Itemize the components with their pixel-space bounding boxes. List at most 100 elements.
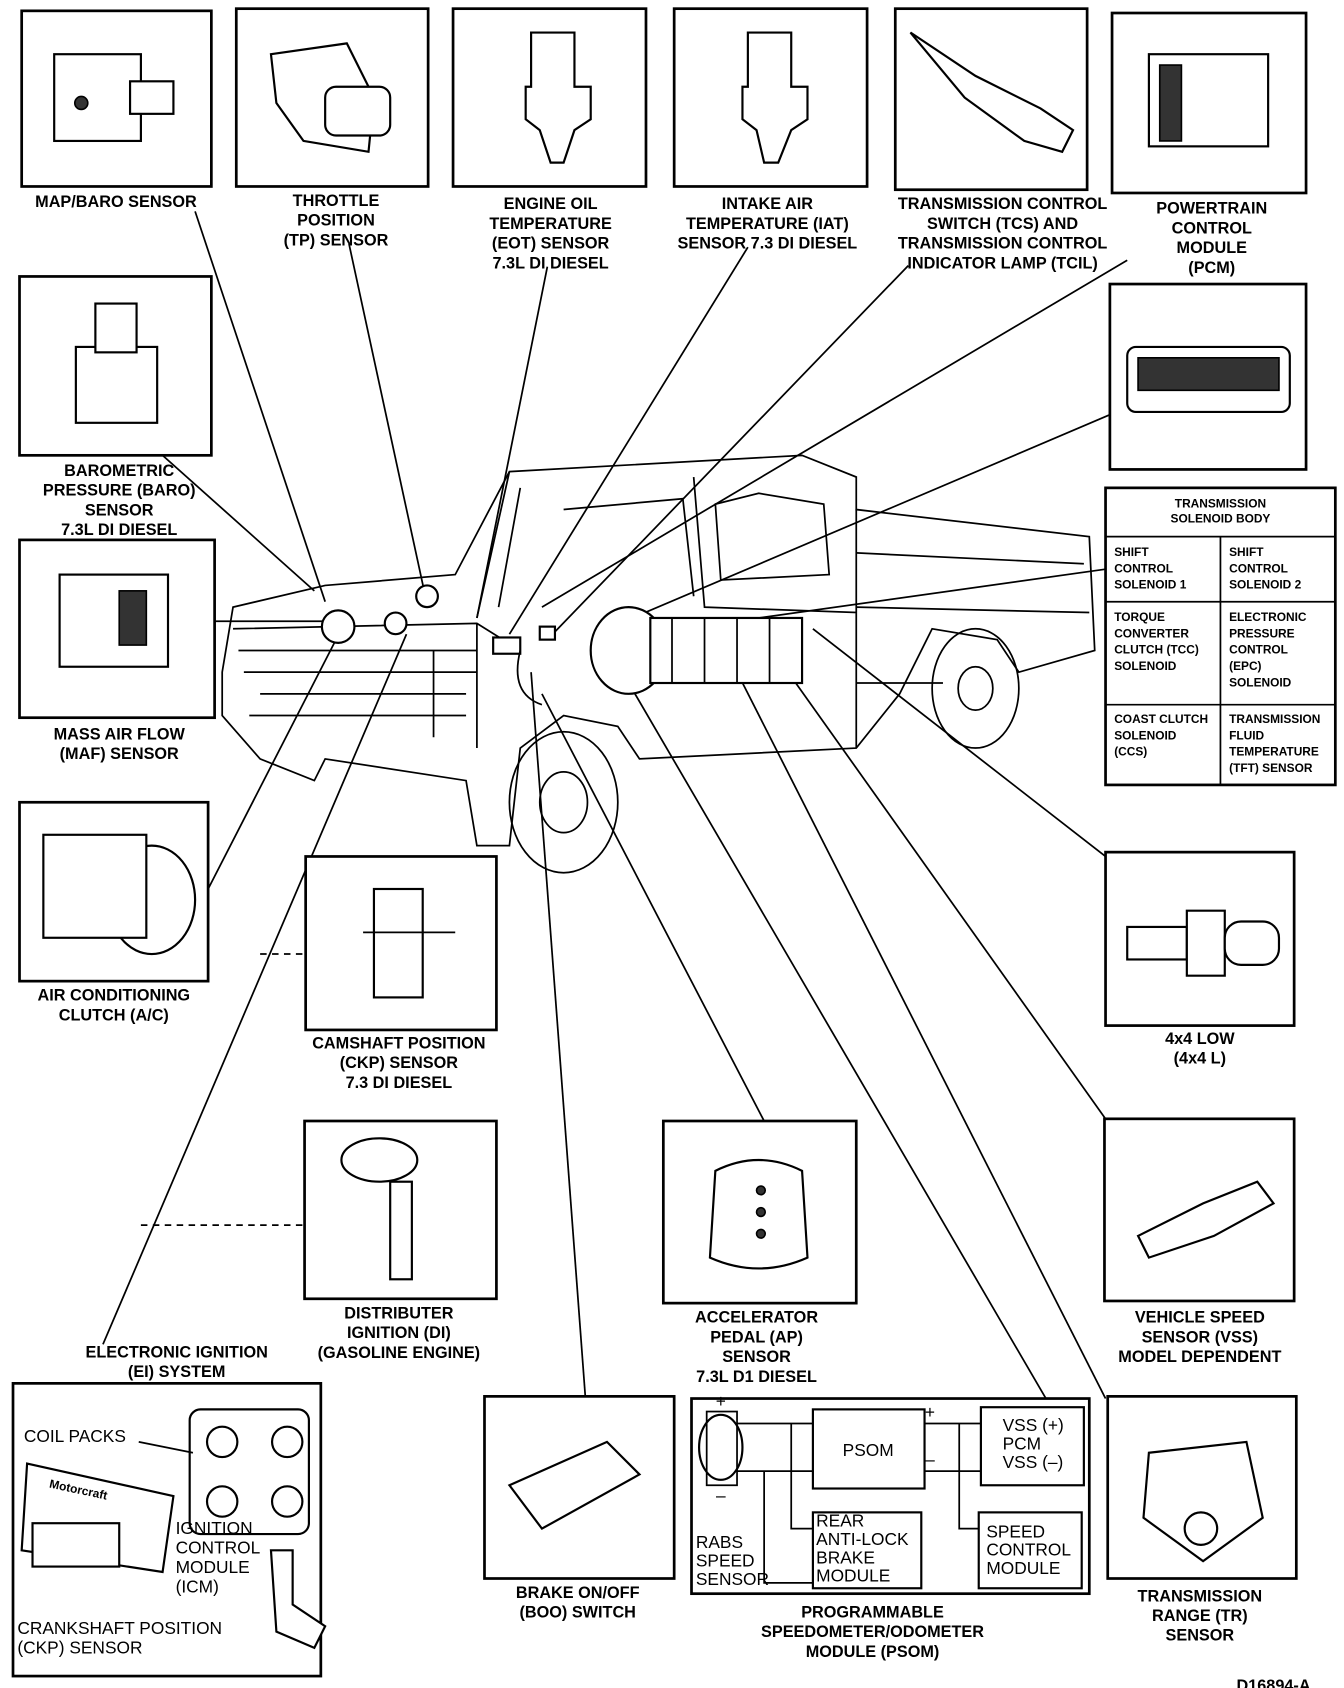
coil-packs-label: COIL PACKS (24, 1426, 126, 1446)
label-pcm: MODULE (1177, 239, 1248, 257)
label-tp: (TP) SENSOR (284, 231, 389, 249)
label-tr: SENSOR (1166, 1627, 1235, 1645)
label-cmp: (CKP) SENSOR (340, 1054, 459, 1072)
table-cell: COAST CLUTCH (1114, 712, 1208, 726)
table-cell: SOLENOID (1114, 728, 1177, 742)
table-cell: TEMPERATURE (1229, 745, 1319, 759)
table-cell: (CCS) (1114, 745, 1147, 759)
table-cell: SHIFT (1114, 545, 1149, 559)
label-maf: MASS AIR FLOW (54, 725, 186, 743)
rabm-label: ANTI-LOCK (816, 1529, 909, 1549)
icm-label: MODULE (176, 1557, 250, 1577)
label-baro: PRESSURE (BARO) (43, 482, 196, 500)
table-cell: ELECTRONIC (1229, 610, 1307, 624)
label-baro: 7.3L DI DIESEL (61, 521, 177, 539)
leader-lines (102, 211, 1128, 1399)
component-boxes: TRANSMISSION SOLENOID BODY SHIFT CONTROL SO… (18, 7, 1337, 1580)
table-cell: SOLENOID (1229, 675, 1292, 689)
label-iat: TEMPERATURE (IAT) (686, 215, 849, 233)
table-cell: FLUID (1229, 728, 1264, 742)
label-ap: ACCELERATOR (695, 1309, 818, 1327)
label-di: DISTRIBUTER (344, 1304, 453, 1322)
label-tcs: INDICATOR LAMP (TCIL) (907, 254, 1097, 272)
label-tcs: TRANSMISSION CONTROL (898, 195, 1107, 213)
label-psom: MODULE (PSOM) (806, 1643, 940, 1661)
label-cmp: CAMSHAFT POSITION (312, 1034, 485, 1052)
speed-control-label: CONTROL (986, 1540, 1071, 1560)
psom-label: PSOM (843, 1440, 894, 1460)
table-cell: SOLENOID (1114, 659, 1177, 673)
rabs-label: RABS (696, 1532, 743, 1552)
truck-illustration (221, 454, 1096, 874)
label-tr: RANGE (TR) (1152, 1607, 1248, 1625)
rabs-label: SPEED (696, 1551, 755, 1571)
label-ei: ELECTRONIC IGNITION (85, 1343, 267, 1361)
label-vss: VEHICLE SPEED (1135, 1309, 1265, 1327)
table-cell: (EPC) (1229, 659, 1261, 673)
table-cell: TRANSMISSION (1229, 712, 1320, 726)
vss-pcm-label: PCM (1003, 1433, 1042, 1453)
label-psom: SPEEDOMETER/ODOMETER (761, 1623, 984, 1641)
label-tp: POSITION (297, 212, 375, 230)
label-pcm: CONTROL (1172, 219, 1252, 237)
label-eot: ENGINE OIL (504, 195, 598, 213)
label-boo: (BOO) SWITCH (519, 1604, 635, 1622)
speed-control-label: SPEED (986, 1521, 1045, 1541)
label-maf: (MAF) SENSOR (60, 745, 179, 763)
table-cell: SHIFT (1229, 545, 1264, 559)
label-pcm: POWERTRAIN (1156, 200, 1267, 218)
label-baro: SENSOR (85, 501, 154, 519)
label-tp: THROTTLE (293, 192, 380, 210)
rabm-label: BRAKE (816, 1547, 875, 1567)
label-pcm: (PCM) (1188, 259, 1235, 277)
ckp-label: CRANKSHAFT POSITION (17, 1618, 222, 1638)
label-ac: AIR CONDITIONING (38, 987, 191, 1005)
vss-pcm-label: VSS (+) (1003, 1415, 1064, 1435)
label-di: IGNITION (DI) (347, 1324, 451, 1342)
label-di: (GASOLINE ENGINE) (318, 1344, 480, 1362)
table-cell: CONTROL (1229, 643, 1288, 657)
vss-pcm-label: VSS (–) (1003, 1452, 1064, 1472)
label-tcs: TRANSMISSION CONTROL (898, 235, 1107, 253)
icm-label: CONTROL (176, 1538, 261, 1558)
label-ei: (EI) SYSTEM (128, 1363, 226, 1381)
minus-sign: – (925, 1450, 935, 1470)
table-cell: SOLENOID 1 (1114, 578, 1186, 592)
label-psom: PROGRAMMABLE (801, 1604, 944, 1622)
table-title: TRANSMISSION (1175, 496, 1266, 510)
rabs-label: SENSOR (696, 1569, 769, 1589)
label-vss: MODEL DEPENDENT (1118, 1348, 1281, 1366)
label-tr: TRANSMISSION (1138, 1587, 1263, 1605)
table-cell: CLUTCH (TCC) (1114, 643, 1199, 657)
label-ap: PEDAL (AP) (710, 1328, 803, 1346)
label-fourxfour: (4x4 L) (1174, 1050, 1226, 1068)
table-cell: CONTROL (1229, 561, 1288, 575)
component-labels: MAP/BARO SENSOR THROTTLE POSITION(TP) SENS… (35, 192, 1281, 1661)
label-cmp: 7.3 DI DIESEL (346, 1074, 453, 1092)
plus-sign: + (716, 1391, 726, 1411)
label-ap: SENSOR (722, 1348, 791, 1366)
label-iat: SENSOR 7.3 DI DIESEL (678, 235, 858, 253)
table-title: SOLENOID BODY (1170, 512, 1270, 526)
label-eot: (EOT) SENSOR (492, 235, 610, 253)
table-cell: PRESSURE (1229, 626, 1295, 640)
rabm-label: REAR (816, 1510, 864, 1530)
label-baro: BAROMETRIC (64, 462, 174, 480)
plus-sign: + (925, 1402, 935, 1422)
label-ac: CLUTCH (A/C) (59, 1006, 169, 1024)
table-cell: CONVERTER (1114, 626, 1189, 640)
label-ap: 7.3L D1 DIESEL (696, 1368, 817, 1386)
figure-id: D16894-A (1237, 1677, 1311, 1688)
ckp-label: (CKP) SENSOR (17, 1637, 142, 1657)
label-fourxfour: 4x4 LOW (1165, 1030, 1235, 1048)
icm-label: (ICM) (176, 1577, 219, 1597)
label-iat: INTAKE AIR (722, 195, 813, 213)
transmission-solenoid-table: TRANSMISSION SOLENOID BODY SHIFT CONTROL SO… (1104, 486, 1337, 787)
label-tcs: SWITCH (TCS) AND (927, 215, 1078, 233)
label-eot: TEMPERATURE (489, 215, 612, 233)
label-eot: 7.3L DI DIESEL (493, 254, 609, 272)
label-vss: SENSOR (VSS) (1142, 1328, 1258, 1346)
label-map-baro: MAP/BARO SENSOR (35, 193, 197, 211)
icm-label: IGNITION (176, 1518, 253, 1538)
table-cell: (TFT) SENSOR (1229, 761, 1313, 775)
